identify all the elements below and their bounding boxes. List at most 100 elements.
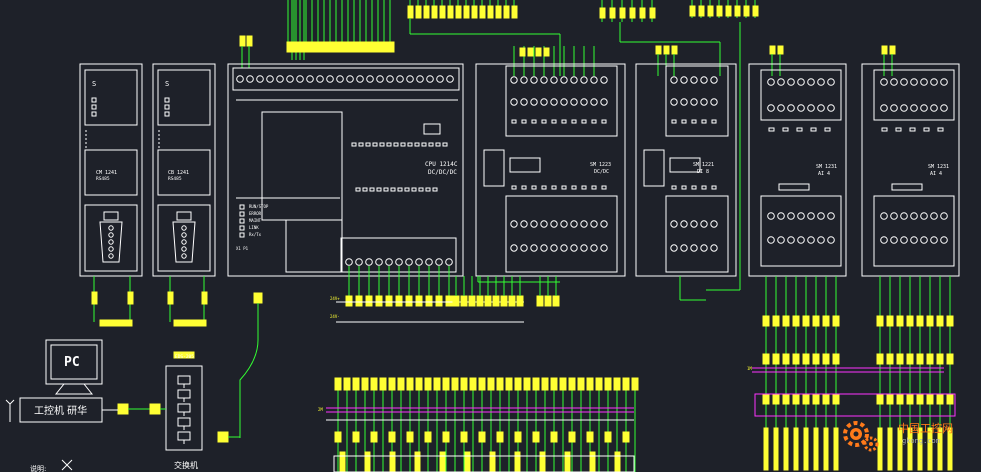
sm1221-screw xyxy=(670,98,678,106)
sm1231b-screw xyxy=(890,236,898,244)
sm1221-screw xyxy=(680,220,688,228)
sm-out-tag xyxy=(484,295,492,307)
cpu-io-led xyxy=(372,142,378,147)
field-tag xyxy=(415,377,423,391)
cpu-status-led xyxy=(404,187,410,192)
sm1231b-label-strip xyxy=(891,183,923,191)
field-tag-lower xyxy=(586,431,594,443)
sm1231a-screw xyxy=(807,236,815,244)
sm1231b-screw xyxy=(900,104,908,112)
sm1231b-screw xyxy=(880,104,888,112)
cpu-bottom-screw xyxy=(385,258,393,266)
sm1231b-field-tag xyxy=(906,393,914,405)
cm1241-db9-pin xyxy=(108,253,114,259)
cpu-link-label: LINK xyxy=(249,225,259,230)
cpu-led xyxy=(239,232,245,238)
sm1231b-screw xyxy=(930,212,938,220)
top-tag xyxy=(407,5,414,19)
top-tag xyxy=(439,5,446,19)
sm1231b-screw xyxy=(880,236,888,244)
sm1221-led xyxy=(711,185,717,190)
sm1231a-field-tag xyxy=(792,393,800,405)
sm1223-body xyxy=(475,63,626,277)
field-tag xyxy=(478,377,486,391)
cpu-input-label xyxy=(298,41,305,53)
sm1231a-screw xyxy=(777,212,785,220)
sm1223-led xyxy=(541,185,547,190)
cm1241-cable-label xyxy=(99,319,133,327)
sm1223-label: SM 1223 xyxy=(590,162,611,168)
sm1231b-led xyxy=(909,127,916,132)
cpu-status-led xyxy=(369,187,375,192)
sm1231a-field-tag xyxy=(762,315,770,327)
cpu-top-terminal-strip xyxy=(232,67,460,91)
sm1231b-field-tag xyxy=(926,353,934,365)
cpu-input-label xyxy=(334,41,341,53)
sm1223-status-box xyxy=(509,157,541,173)
cpu-top-screw xyxy=(336,75,344,83)
cpu-io-led xyxy=(407,142,413,147)
sm1231b-screw xyxy=(890,212,898,220)
sm1223-screw xyxy=(600,244,608,252)
top-tag xyxy=(463,5,470,19)
cpu-out-tag xyxy=(365,295,373,307)
sm1231a-screw xyxy=(787,78,795,86)
sm1223-screw xyxy=(600,220,608,228)
cm1241-led xyxy=(91,111,97,117)
sm1223-screw xyxy=(570,98,578,106)
sm1223-led xyxy=(581,185,587,190)
cpu-top-screw xyxy=(316,75,324,83)
sm1231b-field-tag xyxy=(936,353,944,365)
field-tag xyxy=(613,377,621,391)
sm1231b-field-label xyxy=(927,427,933,471)
sm1223-screw xyxy=(560,76,568,84)
sm1231a-field-label xyxy=(763,427,769,471)
sm1231b-field-tag xyxy=(886,353,894,365)
sm1221-screw xyxy=(710,220,718,228)
sm-out-tag xyxy=(552,295,560,307)
sm1231b-field-label xyxy=(937,427,943,471)
sm1231a-screw xyxy=(797,236,805,244)
sm1223-screw xyxy=(550,244,558,252)
field-tag-lower xyxy=(496,431,504,443)
cpu-input-label xyxy=(304,41,311,53)
sm1231b-screw xyxy=(940,212,948,220)
sm1221-screw xyxy=(710,244,718,252)
sm1223-led xyxy=(531,119,537,124)
cpu-input-label xyxy=(352,41,359,53)
top-tag xyxy=(423,5,430,19)
sm1223-screw xyxy=(540,244,548,252)
top-tag xyxy=(503,5,510,19)
cm1241-sub: RS485 xyxy=(96,176,110,182)
field-tag xyxy=(424,377,432,391)
sm1223-screw xyxy=(590,244,598,252)
cpu-top-screw xyxy=(356,75,364,83)
cpu-bottom-screw xyxy=(375,258,383,266)
field-tag-lower xyxy=(352,431,360,443)
bus-label-24v-plus: 24V+ xyxy=(330,296,340,301)
cpu-pwr-tag xyxy=(246,35,253,47)
cb1241-led xyxy=(164,104,170,110)
sm1231a-field-label xyxy=(803,427,809,471)
switch-port xyxy=(177,389,191,399)
cm1241-db9-connector xyxy=(99,221,123,263)
cm1241-cable-tag xyxy=(91,291,98,305)
sm1231a-screw xyxy=(767,236,775,244)
cpu-bottom-screw xyxy=(395,258,403,266)
gkong-watermark-logo: 中国工控网 gkong.com xyxy=(843,421,953,452)
sm1231b-screw xyxy=(940,78,948,86)
cpu-input-label xyxy=(310,41,317,53)
sm1231a-led xyxy=(782,127,789,132)
sm1231a-screw xyxy=(817,104,825,112)
cpu-out-tag xyxy=(345,295,353,307)
sm1231a-field-tag xyxy=(802,393,810,405)
sm1231b-label: SM 1231 xyxy=(928,164,949,170)
cb1241-db9-pin xyxy=(181,232,187,238)
field-tag xyxy=(541,377,549,391)
sm1231b-screw xyxy=(900,236,908,244)
terminal-marker xyxy=(614,451,621,472)
cb1241-s-icon: S xyxy=(165,80,169,88)
sm1231a-field-tag xyxy=(772,315,780,327)
cpu-top-screw xyxy=(306,75,314,83)
sm-out-tag xyxy=(468,295,476,307)
